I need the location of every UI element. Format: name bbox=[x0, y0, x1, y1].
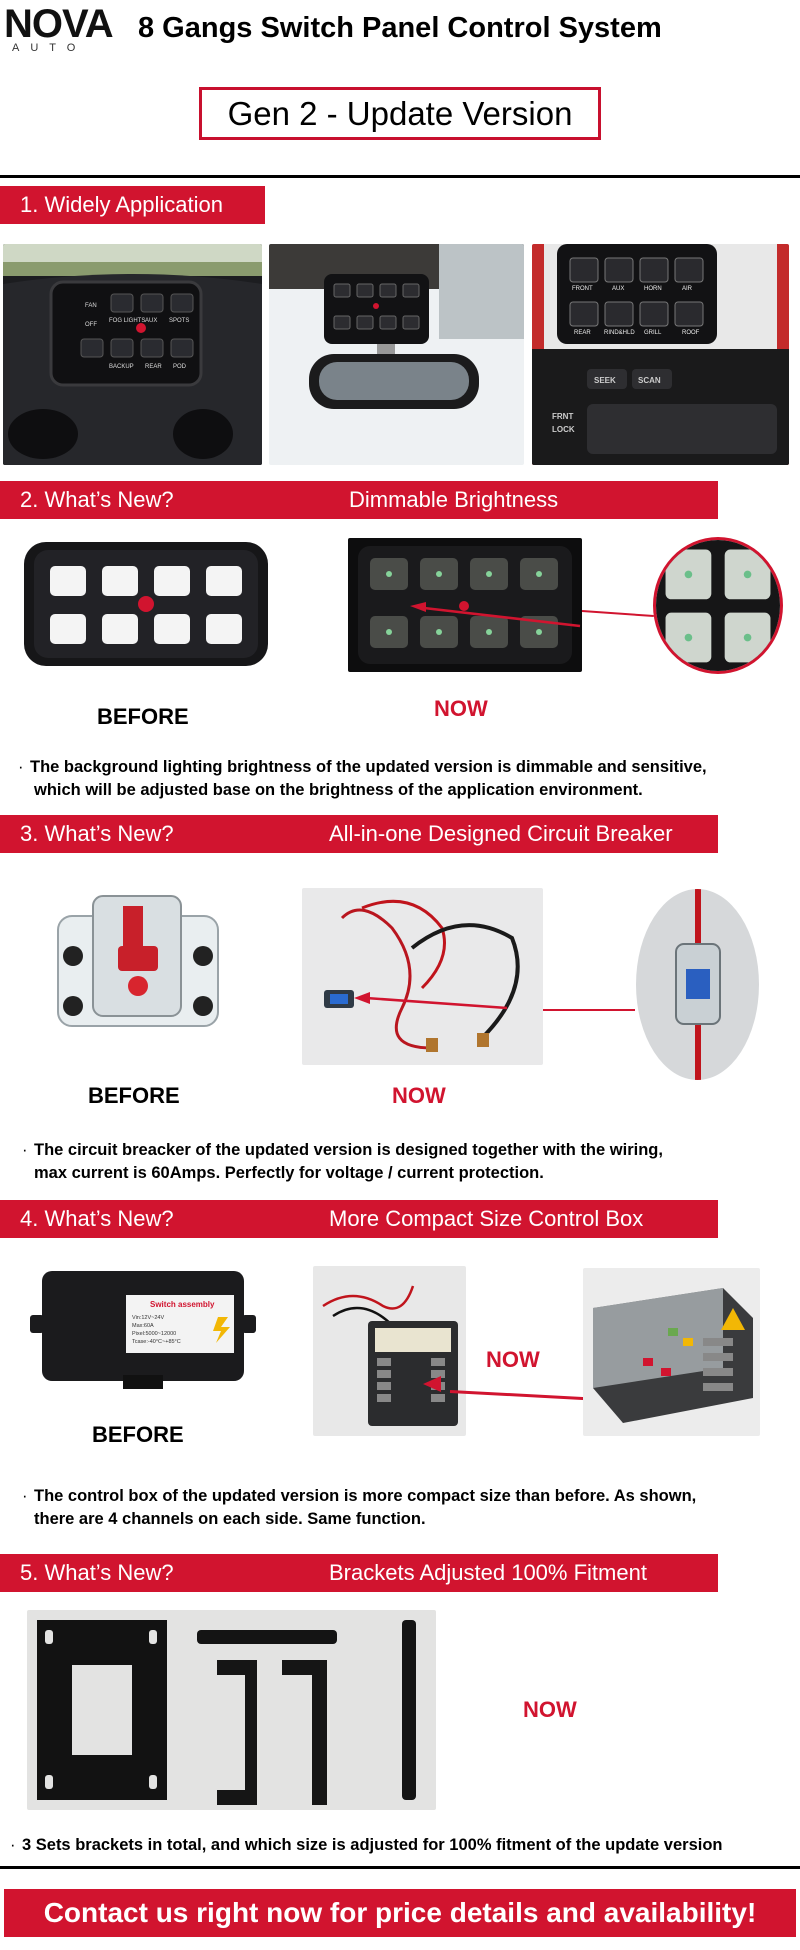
section-5-note: · 3 Sets brackets in total, and which si… bbox=[10, 1834, 797, 1857]
box-label-line2: Max:60A bbox=[132, 1323, 154, 1329]
section-5-note-line1: 3 Sets brackets in total, and which size… bbox=[22, 1836, 723, 1854]
now-label: NOW bbox=[523, 1697, 577, 1722]
nova-auto-logo: NOVA AUTO bbox=[4, 2, 116, 54]
app1-label-rear: REAR bbox=[145, 364, 162, 370]
app3-label-horn: HORN bbox=[644, 286, 662, 292]
breaker-before-photo bbox=[38, 886, 236, 1046]
bullet-dot: · bbox=[22, 1141, 28, 1159]
control-box-before-photo: Switch assembly Vin:12V~24V Max:60A Pixe… bbox=[28, 1265, 258, 1391]
section-2-note: · The background lighting brightness of … bbox=[18, 756, 790, 802]
section-3-note-line1: The circuit breacker of the updated vers… bbox=[34, 1141, 663, 1159]
section-4-title: 4. What’s New? bbox=[20, 1206, 174, 1231]
dash-label-scan: SCAN bbox=[638, 376, 661, 385]
app3-label-aux: AUX bbox=[612, 286, 624, 292]
control-box-open-photo bbox=[583, 1268, 760, 1436]
app1-label-pod: POD bbox=[173, 364, 187, 370]
section-3-header: 3. What’s New? All-in-one Designed Circu… bbox=[0, 815, 718, 853]
bullet-dot: · bbox=[10, 1836, 16, 1854]
section-2-header: 2. What’s New? Dimmable Brightness bbox=[0, 481, 718, 519]
section-4-subtitle: More Compact Size Control Box bbox=[329, 1206, 644, 1231]
breaker-now-photo bbox=[302, 888, 543, 1065]
bullet-dot: · bbox=[18, 758, 24, 776]
control-box-now-photo bbox=[313, 1266, 466, 1436]
app3-label-grill: GRILL bbox=[644, 330, 662, 336]
breaker-zoom-circle bbox=[636, 889, 759, 1080]
box-label-heading: Switch assembly bbox=[150, 1300, 215, 1309]
app3-label-rear: REAR bbox=[574, 330, 591, 336]
now-label: NOW bbox=[434, 696, 488, 721]
before-label: BEFORE bbox=[92, 1422, 184, 1447]
app1-label-off: OFF bbox=[85, 322, 97, 328]
section-3-note-line2: max current is 60Amps. Perfectly for vol… bbox=[34, 1164, 544, 1182]
section-3-title: 3. What’s New? bbox=[20, 821, 174, 846]
logo-text: NOVA bbox=[4, 2, 114, 46]
panel-zoom-circle bbox=[653, 537, 783, 674]
section-3-subtitle: All-in-one Designed Circuit Breaker bbox=[329, 821, 673, 846]
app1-label-backup: BACKUP bbox=[109, 364, 134, 370]
box-label-line3: Pixel:5000~12000 bbox=[132, 1331, 176, 1337]
logo-subtext: AUTO bbox=[12, 42, 87, 54]
contact-banner[interactable]: Contact us right now for price details a… bbox=[4, 1889, 796, 1937]
section-3-note: · The circuit breacker of the updated ve… bbox=[22, 1139, 774, 1185]
before-label: BEFORE bbox=[97, 704, 189, 729]
panel-now-photo bbox=[348, 538, 582, 672]
dash-label-frnt: FRNT bbox=[552, 412, 573, 421]
section-5-subtitle: Brackets Adjusted 100% Fitment bbox=[329, 1560, 647, 1585]
app1-label-spots: SPOTS bbox=[169, 318, 189, 324]
box-label-line1: Vin:12V~24V bbox=[132, 1315, 164, 1321]
section-1-title: 1. Widely Application bbox=[20, 192, 223, 217]
before-label: BEFORE bbox=[88, 1083, 180, 1108]
section-4-header: 4. What’s New? More Compact Size Control… bbox=[0, 1200, 718, 1238]
section-2-subtitle: Dimmable Brightness bbox=[349, 487, 559, 512]
section-5-header: 5. What’s New? Brackets Adjusted 100% Fi… bbox=[0, 1554, 718, 1592]
box-label-line4: Tcase:-40°C~+85°C bbox=[132, 1339, 181, 1345]
arrow-line bbox=[449, 1390, 585, 1401]
bullet-dot: · bbox=[22, 1487, 28, 1505]
arrow-line bbox=[581, 610, 654, 618]
arrow-line bbox=[543, 1009, 635, 1011]
section-4-note-line1: The control box of the updated version i… bbox=[34, 1487, 697, 1505]
app3-label-roof: ROOF bbox=[682, 330, 700, 336]
section-4-note: · The control box of the updated version… bbox=[22, 1485, 784, 1531]
app1-label-aux: AUX bbox=[145, 318, 157, 324]
now-label: NOW bbox=[392, 1083, 446, 1108]
brackets-photo bbox=[27, 1610, 436, 1810]
section-1-header: 1. Widely Application bbox=[0, 186, 265, 224]
dash-label-seek: SEEK bbox=[594, 376, 616, 385]
now-label: NOW bbox=[486, 1347, 540, 1372]
section-5-title: 5. What’s New? bbox=[20, 1560, 174, 1585]
version-badge: Gen 2 - Update Version bbox=[199, 87, 601, 140]
page-title: 8 Gangs Switch Panel Control System bbox=[138, 12, 662, 44]
application-photo-console: FRONT AUX HORN AIR REAR RIND&HLD GRILL R… bbox=[532, 244, 789, 465]
section-2-note-line1: The background lighting brightness of th… bbox=[30, 758, 707, 776]
panel-before-photo bbox=[20, 536, 272, 676]
application-photo-visor bbox=[269, 244, 524, 465]
app3-label-air: AIR bbox=[682, 286, 693, 292]
section-2-title: 2. What’s New? bbox=[20, 487, 174, 512]
app3-label-rindhld: RIND&HLD bbox=[604, 330, 635, 336]
divider bbox=[0, 175, 800, 178]
app3-label-front: FRONT bbox=[572, 286, 593, 292]
app1-label-fan: FAN bbox=[85, 303, 97, 309]
application-photo-dashboard: FAN FOG LIGHTS AUX SPOTS OFF BACKUP REAR… bbox=[3, 244, 262, 465]
section-4-note-line2: there are 4 channels on each side. Same … bbox=[34, 1510, 426, 1528]
section-2-note-line2: which will be adjusted base on the brigh… bbox=[34, 781, 643, 799]
app1-label-fog: FOG LIGHTS bbox=[109, 318, 145, 324]
divider bbox=[0, 1866, 800, 1869]
dash-label-lock: LOCK bbox=[552, 425, 575, 434]
